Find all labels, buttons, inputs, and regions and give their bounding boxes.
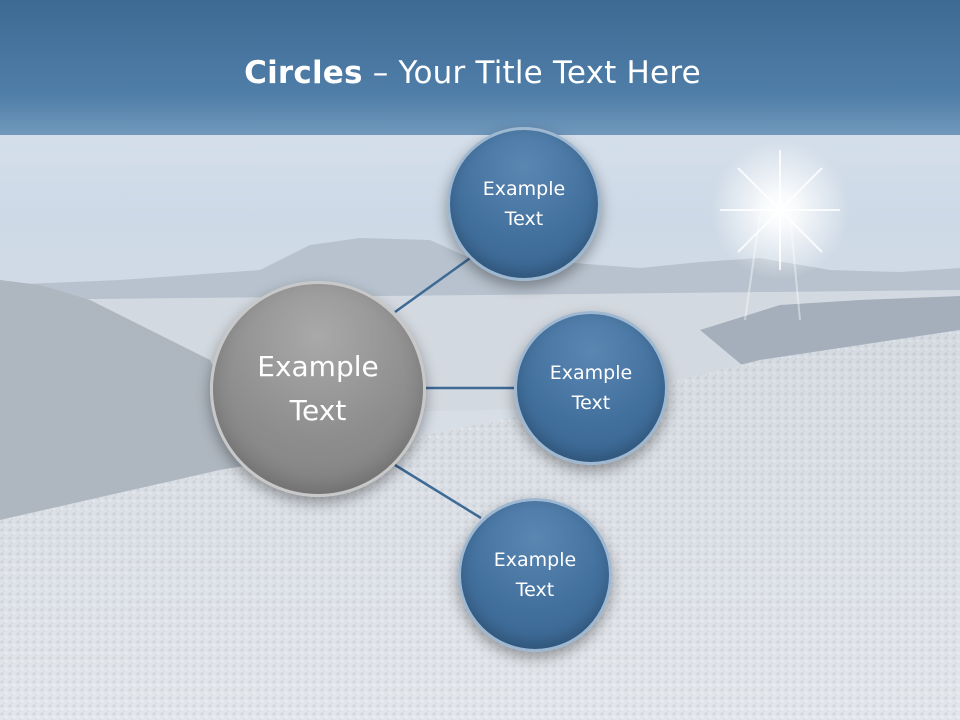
slide-title: Circles – Your Title Text Here (0, 55, 945, 91)
satellite-circle-bottom-label: Example Text (493, 549, 577, 601)
satellite-circle-top-label: Example Text (482, 178, 566, 230)
satellite-circle-top[interactable]: Example Text (447, 127, 601, 281)
satellite-circle-middle[interactable]: Example Text (514, 311, 668, 465)
center-circle-label: Example Text (257, 350, 379, 427)
title-rest-part: – Your Title Text Here (362, 55, 701, 91)
center-circle[interactable]: Example Text (210, 281, 426, 497)
satellite-circle-bottom[interactable]: Example Text (458, 498, 612, 652)
satellite-circle-middle-label: Example Text (549, 362, 633, 414)
connector-bottom (394, 463, 482, 520)
title-band (0, 0, 960, 135)
connector-top (394, 254, 474, 314)
title-bold-part: Circles (244, 55, 363, 91)
